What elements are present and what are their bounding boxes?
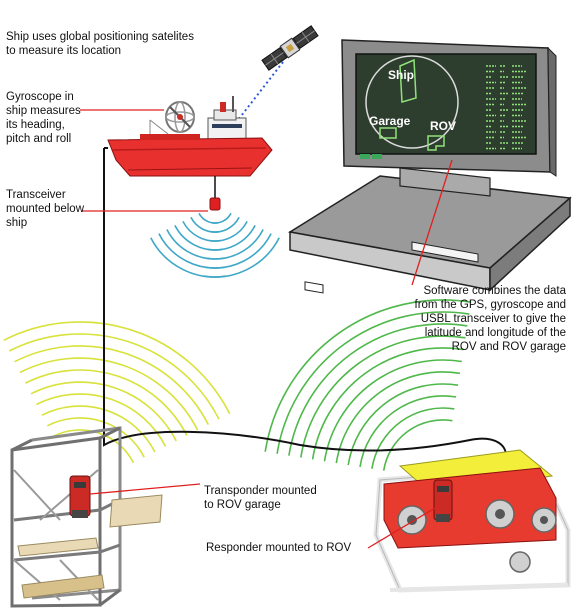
screen-data-readout (486, 65, 526, 150)
tether-cable (103, 148, 507, 463)
responder-callout-line (367, 504, 441, 549)
responder-wave-arc (276, 311, 470, 454)
screen-garage-outline (379, 127, 397, 139)
transponder-wave-arc (52, 429, 135, 464)
transponder-wave-arc (41, 405, 156, 453)
software-callout-line (411, 159, 453, 286)
gyroscope-callout: Gyroscope in ship measures its heading, … (6, 91, 81, 145)
transceiver-wave-arc (204, 233, 272, 269)
acoustic-waves (3, 212, 472, 471)
transponder-wave-arc (8, 333, 220, 420)
responder-wave-arc (264, 299, 472, 452)
transponder-callout: Transponder mounted to ROV garage (204, 485, 317, 511)
responder-wave-arc (288, 323, 468, 456)
gps-signal-line (237, 61, 284, 121)
transceiver-callout: Transceiver mounted below ship (6, 189, 84, 229)
responder-wave-arc (347, 383, 459, 466)
responder-callout: Responder mounted to ROV (206, 542, 352, 554)
responder-wave-arc (335, 371, 461, 464)
transceiver-wave-arc (212, 212, 232, 224)
computer-icon: Ship Garage ROV (287, 39, 572, 294)
transponder-icon (69, 475, 91, 518)
ship-icon (107, 96, 273, 177)
screen-ship-label: Ship (388, 68, 414, 82)
transponder-callout-line (89, 483, 201, 495)
transceiver-icon (209, 176, 221, 211)
transceiver-wave-arc (198, 212, 218, 224)
responder-wave-arc (371, 407, 455, 469)
transceiver-wave-arc (210, 216, 240, 233)
transceiver-wave-arc (158, 233, 226, 269)
transceiver-wave-arc (150, 237, 227, 278)
transponder-wave-arc (30, 381, 177, 442)
garage-cage-icon (10, 426, 163, 608)
screen-ship-outline (399, 58, 417, 103)
gps-callout: Ship uses global positioning satelites t… (6, 31, 194, 57)
transponder-wave-arc (19, 357, 199, 431)
transponder-wave-arc (46, 417, 145, 458)
transponder-wave-arc (25, 369, 188, 436)
transceiver-wave-arc (209, 220, 248, 242)
screen-garage-label: Garage (369, 114, 411, 128)
transponder-wave-arc (14, 345, 210, 425)
screen-rov-label: ROV (430, 119, 456, 133)
responder-wave-arc (382, 419, 453, 471)
transceiver-wave-arc (203, 237, 280, 278)
software-callout: Software combines the data from the GPS,… (414, 285, 567, 353)
responder-icon (433, 479, 453, 522)
responder-wave-arc (311, 347, 464, 460)
transceiver-wave-arc (206, 229, 264, 260)
screen-radar-circle (365, 55, 459, 149)
satellite-icon (261, 25, 319, 71)
rov-icon (373, 449, 571, 593)
transponder-wave-arc (36, 393, 167, 447)
transceiver-wave-arc (207, 225, 256, 251)
callout-lines (80, 109, 453, 549)
gyroscope-icon (165, 101, 195, 133)
transceiver-wave-arc (182, 220, 221, 242)
transponder-wave-arc (3, 321, 231, 415)
responder-wave-arc (300, 335, 466, 458)
screen-rov-outline (427, 135, 445, 151)
responder-wave-arc (323, 359, 462, 462)
